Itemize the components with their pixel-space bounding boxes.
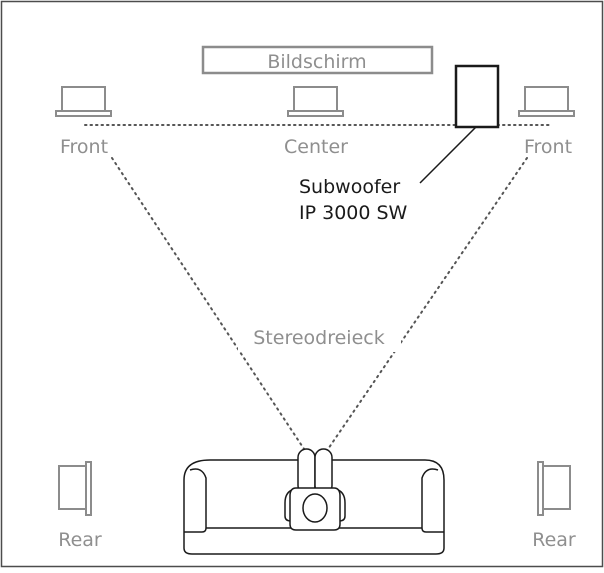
listener-head [302,493,328,523]
subwoofer: Subwoofer IP 3000 SW [299,64,500,224]
front-right-label: Front [524,136,572,158]
rear-right-speaker-body [542,465,571,510]
subwoofer-label-line2: IP 3000 SW [299,202,408,224]
rear-left-speaker-body [58,465,87,510]
center-label: Center [284,136,348,158]
rear-left-label: Rear [58,529,102,551]
front-right-speaker-body [524,86,569,112]
stereo-triangle-label: Stereodreieck [253,327,384,349]
rear-left-speaker-back [85,461,92,516]
screen: Bildschirm [201,45,434,75]
front-left-label: Front [60,136,108,158]
center-speaker-body [293,86,338,112]
front-right-speaker-base [518,110,575,117]
stereo-triangle-right-side [325,157,528,453]
rear-left-speaker: Rear [58,461,102,551]
front-left-speaker-base [55,110,112,117]
subwoofer-leader-line [419,126,477,184]
subwoofer-box [454,64,500,129]
rear-right-speaker: Rear [532,461,576,551]
subwoofer-label-line1: Subwoofer [299,176,400,198]
stereo-triangle-left-side [111,157,307,453]
screen-box [201,45,434,75]
stereo-triangle-label-background [238,322,401,352]
front-left-speaker: Front [55,86,112,158]
listener [284,448,346,531]
center-speaker-base [287,110,344,117]
stereo-triangle: Stereodreieck [111,157,528,453]
center-speaker: Center [284,86,348,158]
rear-right-label: Rear [532,529,576,551]
screen-label: Bildschirm [267,51,366,73]
front-right-speaker: Front [518,86,575,158]
front-left-speaker-body [61,86,106,112]
